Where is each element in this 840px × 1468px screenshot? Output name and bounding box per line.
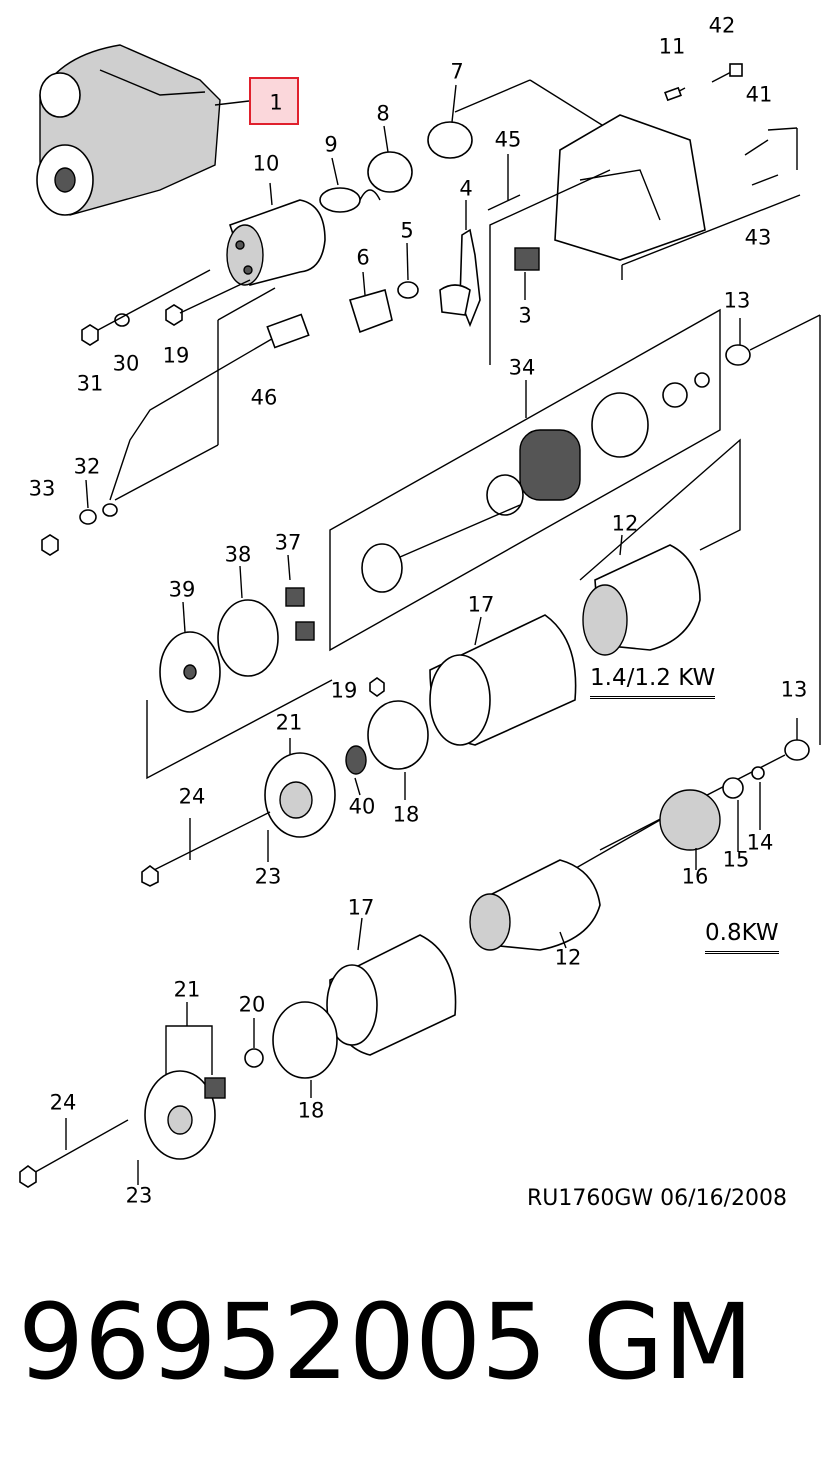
callout-40[interactable]: 40 (348, 794, 376, 819)
part-number: 96952005 (18, 1281, 548, 1403)
callout-32[interactable]: 32 (73, 454, 101, 479)
callout-17-upper[interactable]: 17 (467, 592, 495, 617)
callout-11[interactable]: 11 (658, 34, 686, 59)
callout-21-upper[interactable]: 21 (275, 710, 303, 735)
variant-label-0-8kw: 0.8KW (705, 920, 779, 954)
callout-21-lower[interactable]: 21 (173, 977, 201, 1002)
callout-17-lower[interactable]: 17 (347, 895, 375, 920)
callout-24-lower[interactable]: 24 (49, 1090, 77, 1115)
variant-label-1-4kw: 1.4/1.2 KW (590, 665, 716, 699)
callout-12-upper[interactable]: 12 (611, 511, 639, 536)
callout-37[interactable]: 37 (274, 530, 302, 555)
callout-7[interactable]: 7 (450, 59, 464, 84)
callout-41[interactable]: 41 (745, 82, 773, 107)
callout-8[interactable]: 8 (376, 101, 390, 126)
callout-13-upper[interactable]: 13 (723, 288, 751, 313)
callout-31[interactable]: 31 (76, 371, 104, 396)
callout-42[interactable]: 42 (708, 13, 736, 38)
callout-label: 1 (269, 90, 283, 115)
callout-18-upper[interactable]: 18 (392, 802, 420, 827)
callout-23-upper[interactable]: 23 (254, 864, 282, 889)
callout-24-upper[interactable]: 24 (178, 784, 206, 809)
highlighted-callout-part-1[interactable]: 1 (249, 77, 299, 125)
callout-38[interactable]: 38 (224, 542, 252, 567)
starter-assembly-drawing (36, 44, 221, 216)
callout-46[interactable]: 46 (250, 385, 278, 410)
callout-15[interactable]: 15 (722, 847, 750, 872)
callout-34[interactable]: 34 (508, 355, 536, 380)
drawing-reference: RU1760GW 06/16/2008 (527, 1186, 787, 1211)
callout-6[interactable]: 6 (356, 245, 370, 270)
callout-9[interactable]: 9 (324, 132, 338, 157)
callout-10[interactable]: 10 (252, 151, 280, 176)
callout-3[interactable]: 3 (518, 303, 532, 328)
callout-23-lower[interactable]: 23 (125, 1183, 153, 1208)
callout-18-lower[interactable]: 18 (297, 1098, 325, 1123)
callout-30[interactable]: 30 (112, 351, 140, 376)
callout-12-lower[interactable]: 12 (554, 945, 582, 970)
callout-14[interactable]: 14 (746, 830, 774, 855)
callout-5[interactable]: 5 (400, 218, 414, 243)
callout-13-lower[interactable]: 13 (780, 677, 808, 702)
callout-33[interactable]: 33 (28, 476, 56, 501)
callout-16[interactable]: 16 (681, 864, 709, 889)
callout-43[interactable]: 43 (744, 225, 772, 250)
callout-45[interactable]: 45 (494, 127, 522, 152)
callout-20[interactable]: 20 (238, 992, 266, 1017)
callout-39[interactable]: 39 (168, 577, 196, 602)
exploded-parts-diagram (19, 44, 821, 1188)
brand-name: GM (583, 1281, 754, 1403)
callout-19-lower[interactable]: 19 (330, 678, 358, 703)
solenoid-drawing (226, 199, 326, 286)
diagram-artwork (19, 44, 821, 1188)
callout-4[interactable]: 4 (459, 176, 473, 201)
callout-19-upper[interactable]: 19 (162, 343, 190, 368)
